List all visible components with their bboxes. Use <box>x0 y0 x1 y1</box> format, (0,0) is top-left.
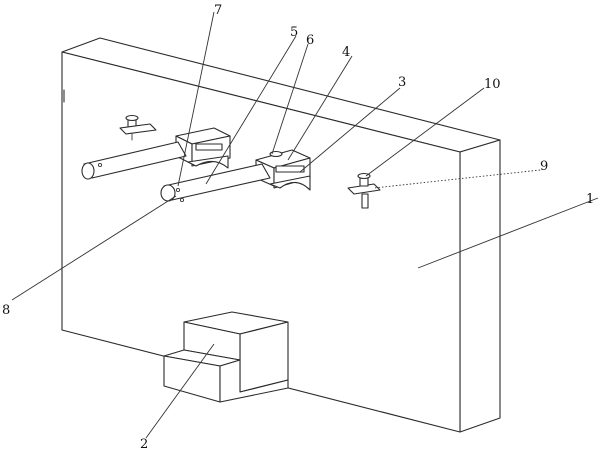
label-1: 1 <box>586 192 594 207</box>
label-9: 9 <box>540 159 548 174</box>
label-10: 10 <box>484 77 501 92</box>
label-5: 5 <box>290 25 298 40</box>
lower-rod-assembly <box>160 149 311 203</box>
upper-rod-assembly <box>81 114 231 180</box>
step-block <box>163 311 289 403</box>
label-4: 4 <box>342 45 350 60</box>
leader-lines <box>11 11 599 439</box>
label-3: 3 <box>398 75 406 90</box>
label-7: 7 <box>214 3 222 18</box>
part-labels: 1 2 3 4 5 6 7 8 9 10 <box>2 3 594 450</box>
label-6: 6 <box>306 33 314 48</box>
label-2: 2 <box>140 437 148 450</box>
label-8: 8 <box>2 303 10 318</box>
